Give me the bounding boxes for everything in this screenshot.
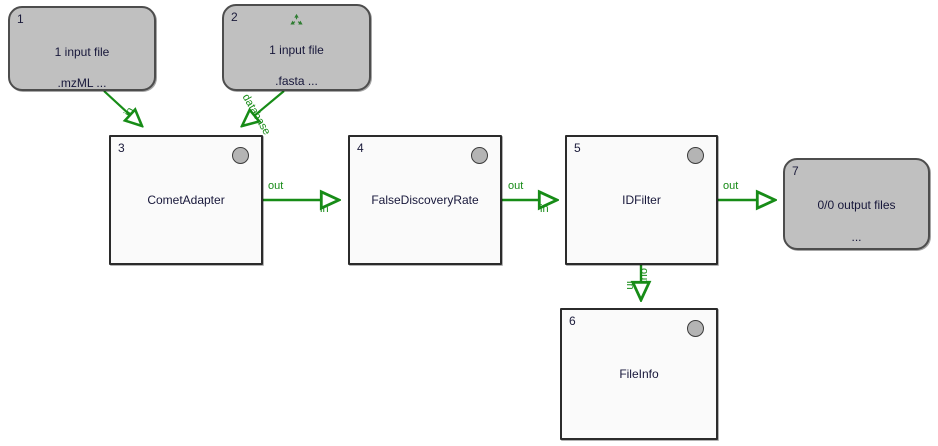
node-label-line1: 1 input file: [54, 45, 110, 59]
status-indicator-icon[interactable]: [687, 320, 704, 337]
node-idfilter[interactable]: 5 IDFilter: [565, 135, 718, 265]
node-number: 6: [569, 314, 576, 328]
edge-label-in-fileinfo: in: [624, 281, 636, 290]
node-number: 1: [17, 12, 24, 26]
edge-label-out-cometadapter: out: [268, 180, 284, 192]
node-label-line2: .mzML ...: [57, 76, 107, 90]
status-indicator-icon[interactable]: [471, 147, 488, 164]
edge-label-out-idfilter-fileinfo: out: [638, 268, 650, 284]
edge-label-in-idfilter: in: [540, 203, 549, 215]
node-label-line2: ...: [851, 230, 862, 244]
node-cometadapter[interactable]: 3 CometAdapter: [109, 135, 263, 265]
recycle-icon: [287, 12, 307, 32]
node-number: 7: [792, 164, 799, 178]
node-number: 4: [357, 141, 364, 155]
edge-label-in-cometadapter: in: [122, 105, 137, 119]
node-number: 3: [118, 141, 125, 155]
node-number: 5: [574, 141, 581, 155]
node-output-files[interactable]: 7 0/0 output files ...: [783, 158, 930, 250]
node-label: FileInfo: [619, 367, 659, 381]
edge-label-in-falsediscoveryrate: in: [320, 203, 329, 215]
node-fileinfo[interactable]: 6 FileInfo: [560, 308, 718, 440]
node-label: IDFilter: [622, 193, 661, 207]
node-label-line2: .fasta ...: [275, 74, 318, 88]
status-indicator-icon[interactable]: [687, 147, 704, 164]
edge-label-database: database: [239, 92, 273, 138]
node-label: CometAdapter: [147, 193, 225, 207]
edge-label-out-falsediscoveryrate: out: [508, 180, 524, 192]
node-label-line1: 1 input file: [269, 43, 324, 57]
node-label: FalseDiscoveryRate: [371, 193, 479, 207]
node-input-file-2[interactable]: 2 1 input file .fasta ...: [222, 4, 371, 91]
status-indicator-icon[interactable]: [232, 147, 249, 164]
node-number: 2: [231, 10, 238, 24]
node-input-file-1[interactable]: 1 1 input file .mzML ...: [8, 6, 156, 91]
edge-label-out-idfilter-output: out: [723, 180, 739, 192]
node-falsediscoveryrate[interactable]: 4 FalseDiscoveryRate: [348, 135, 502, 265]
node-label-line1: 0/0 output files: [817, 198, 896, 212]
